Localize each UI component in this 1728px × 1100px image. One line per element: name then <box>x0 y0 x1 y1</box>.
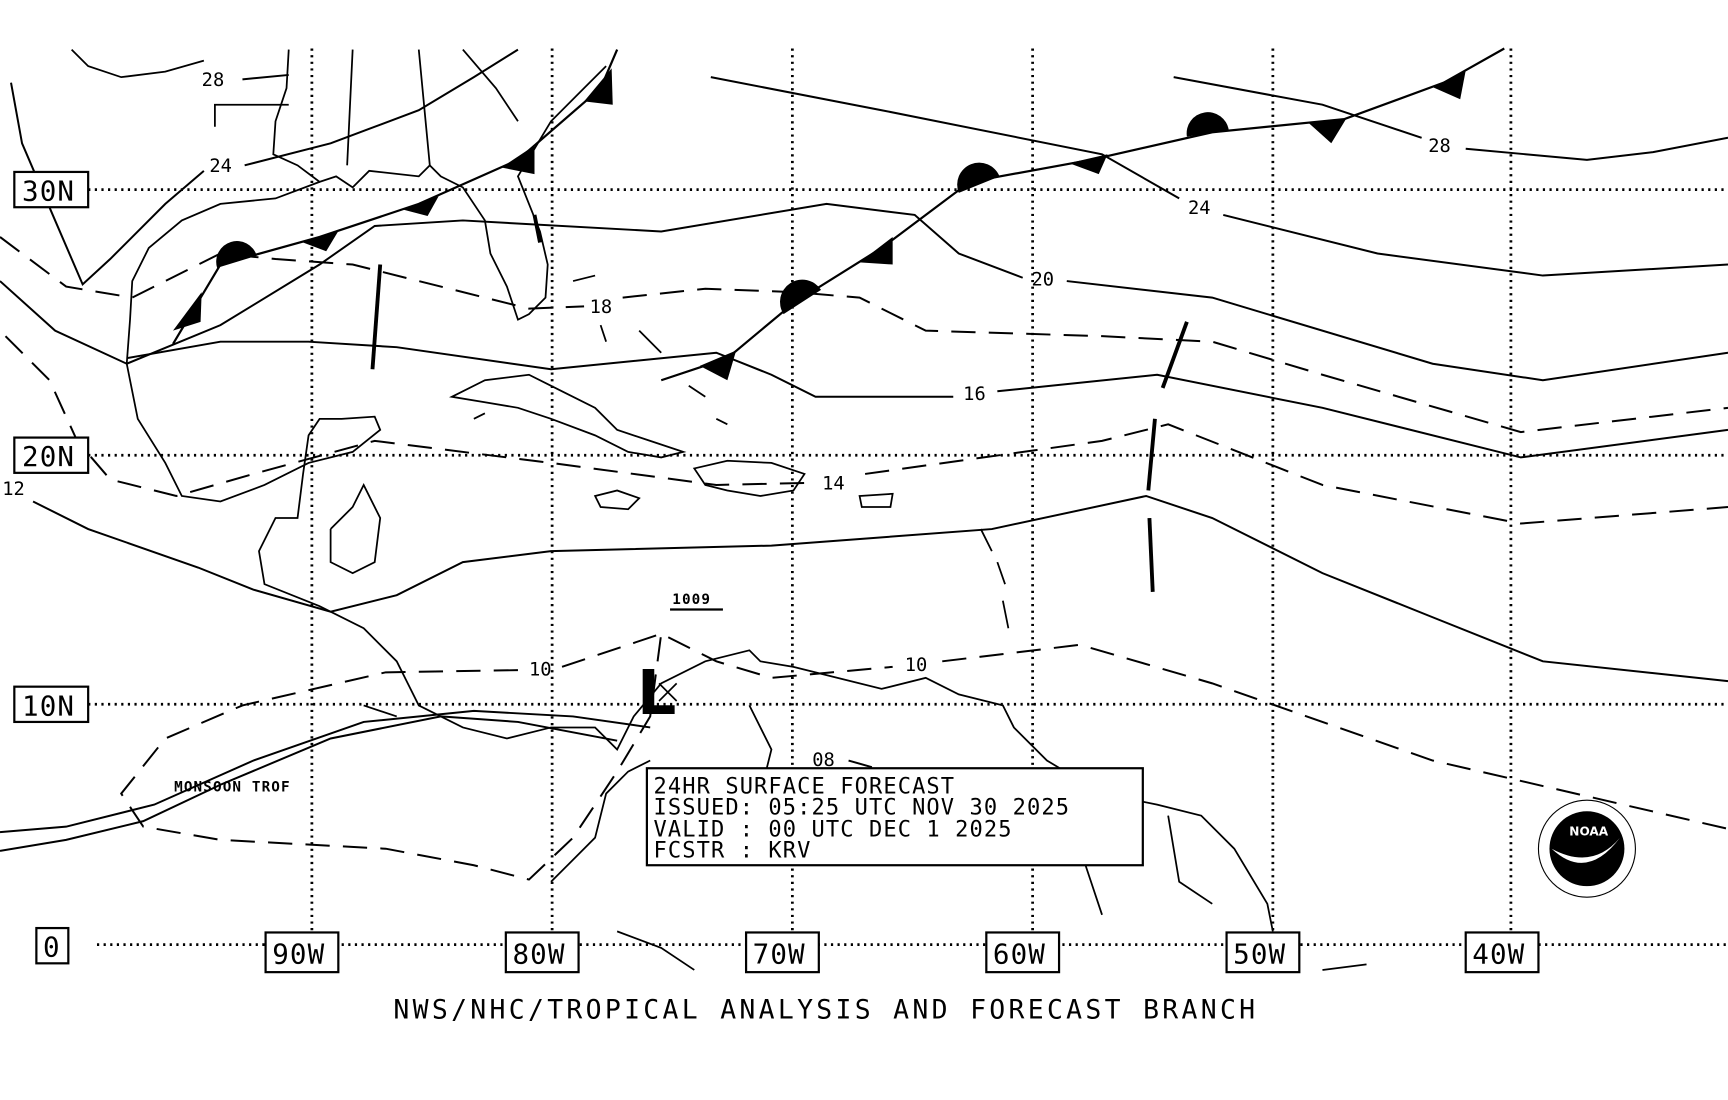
warm-front-semicircle <box>779 279 822 315</box>
cold-front-triangle <box>501 145 535 175</box>
cold-front-triangle <box>402 196 439 217</box>
isobar-label: 10 <box>529 660 552 681</box>
low-pressure-symbol: L <box>637 657 676 729</box>
noaa-logo-text: NOAA <box>1569 824 1608 838</box>
isobar-labels: 28 24 28 24 20 18 16 14 12 10 10 08 <box>2 70 1451 771</box>
forecast-issued: ISSUED: 05:25 UTC NOV 30 2025 <box>654 796 1071 821</box>
surface-troughs <box>370 214 1189 592</box>
lon-label-70w: 70W <box>753 938 806 970</box>
forecast-info-box: 24HR SURFACE FORECAST ISSUED: 05:25 UTC … <box>645 767 1144 867</box>
cold-front-triangle <box>584 68 613 105</box>
footer-credit: NWS/NHC/TROPICAL ANALYSIS AND FORECAST B… <box>393 994 1258 1025</box>
isobar-label: 08 <box>812 750 835 771</box>
noaa-logo: NOAA <box>1537 799 1636 898</box>
forecast-valid: VALID : 00 UTC DEC 1 2025 <box>654 818 1013 843</box>
isobar-label: 18 <box>590 297 613 318</box>
low-center-x-icon <box>658 682 678 702</box>
isobar-label: 20 <box>1032 269 1055 290</box>
isobar-label: 14 <box>822 473 845 494</box>
lat-label-20n: 20N <box>22 441 75 473</box>
lon-label-50w: 50W <box>1233 938 1286 970</box>
cold-front-triangle <box>699 350 737 381</box>
lat-label-30n: 30N <box>22 176 75 208</box>
latitude-labels: 30N 20N 10N 0 <box>13 170 90 965</box>
cold-front-triangle <box>173 292 202 331</box>
lon-label-90w: 90W <box>272 938 325 970</box>
isobar-label: 10 <box>905 655 928 676</box>
stationary-front-east <box>660 47 1505 382</box>
forecast-title: 24HR SURFACE FORECAST <box>654 775 956 800</box>
isobar-label: 24 <box>209 156 232 177</box>
low-pressure-value: 1009 <box>672 592 711 608</box>
isobar-label: 28 <box>202 70 225 91</box>
isobar-label: 24 <box>1188 198 1211 219</box>
coastlines <box>71 48 1367 971</box>
lon-label-80w: 80W <box>512 938 565 970</box>
cold-front-triangle <box>859 236 893 265</box>
monsoon-trough-label: MONSOON TROF <box>174 779 291 795</box>
lon-label-60w: 60W <box>993 938 1046 970</box>
forecast-forecaster: FCSTR : KRV <box>654 839 812 864</box>
low-pressure-center: 1009 L <box>637 592 723 729</box>
cold-front-west <box>172 49 619 345</box>
isobar-label: 28 <box>1428 136 1451 157</box>
cold-front-triangle <box>303 229 340 252</box>
warm-front-semicircle <box>957 162 1000 193</box>
cold-front-triangle <box>1309 117 1347 144</box>
isobars-solid <box>0 48 1728 852</box>
isobar-label: 16 <box>963 384 986 405</box>
isobars-dashed <box>0 236 1728 881</box>
lon-label-40w: 40W <box>1472 938 1525 970</box>
warm-front-semicircle <box>216 241 257 268</box>
warm-front-semicircle <box>1186 112 1229 137</box>
lat-label-equator: 0 <box>43 932 61 964</box>
lat-label-10n: 10N <box>22 690 75 722</box>
longitude-labels: 90W 80W 70W 60W 50W 40W <box>264 931 1540 974</box>
cold-front-triangle <box>1068 154 1108 175</box>
isobar-label: 12 <box>2 479 25 500</box>
cold-front-triangle <box>1432 70 1466 100</box>
